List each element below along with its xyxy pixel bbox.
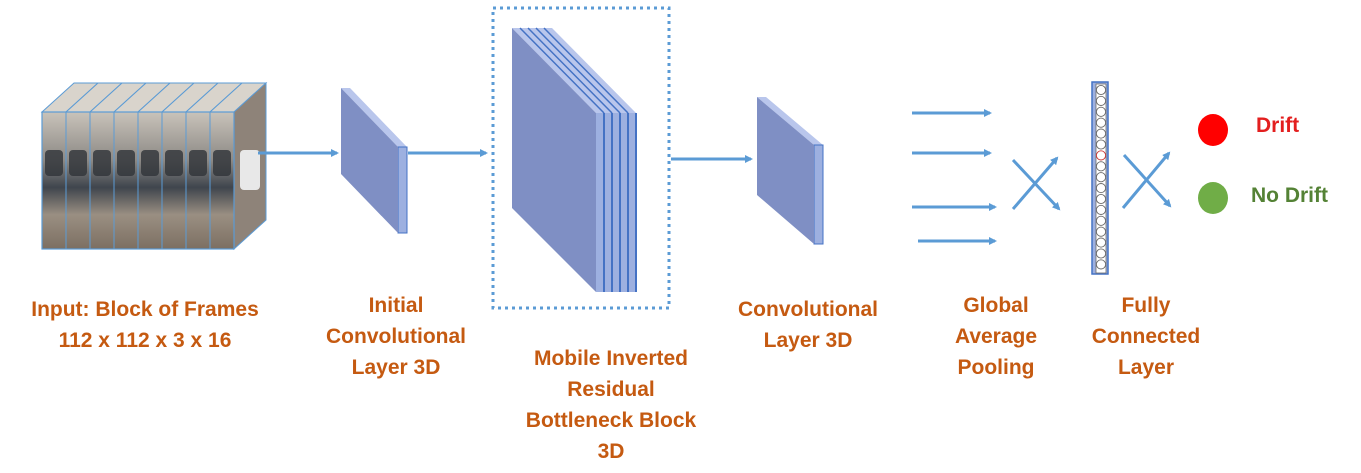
conv-block: [757, 97, 824, 245]
gap-label-line-1: Global: [963, 294, 1029, 317]
conv-label: Convolutional Layer 3D: [712, 294, 904, 356]
mbconv-label-line-2: Residual: [567, 378, 655, 401]
no-drift-label: No Drift: [1251, 184, 1328, 207]
fc-label-line-1: Fully: [1121, 294, 1171, 317]
initial-conv-label-line-2: Convolutional: [326, 325, 466, 348]
fc-label-line-2: Connected: [1091, 325, 1201, 348]
cross-arrows-gap-fc: [1011, 156, 1061, 211]
video-frame-stack-icon: [40, 81, 268, 251]
gap-label-line-3: Pooling: [957, 356, 1035, 379]
initial-conv-label-line-3: Layer 3D: [351, 356, 441, 379]
input-label-line-1: Input: Block of Frames: [31, 298, 259, 321]
mbconv-block: [512, 27, 637, 292]
conv-label-line-2: Layer 3D: [763, 329, 853, 352]
drift-label: Drift: [1256, 114, 1300, 137]
fc-label: Fully Connected Layer: [1076, 290, 1216, 383]
fc-layer-column: [1091, 81, 1109, 275]
gap-label-line-2: Average: [954, 325, 1038, 348]
mbconv-label-line-1: Mobile Inverted: [533, 347, 689, 370]
cross-arrows-fc-output: [1121, 151, 1172, 209]
no-drift-node: [1198, 182, 1228, 214]
mbconv-label: Mobile Inverted Residual Bottleneck Bloc…: [488, 343, 734, 467]
gap-label: Global Average Pooling: [926, 290, 1066, 383]
initial-conv-block: [341, 88, 408, 234]
initial-conv-label: Initial Convolutional Layer 3D: [306, 290, 486, 383]
fc-label-line-3: Layer: [1117, 356, 1175, 379]
gap-arrows: [912, 109, 997, 245]
drift-node: [1198, 114, 1228, 146]
mbconv-label-line-3: Bottleneck Block: [525, 409, 697, 432]
conv-label-line-1: Convolutional: [738, 298, 878, 321]
mbconv-label-line-4: 3D: [597, 440, 625, 463]
input-label-line-2: 112 x 112 x 3 x 16: [58, 329, 232, 352]
input-label: Input: Block of Frames 112 x 112 x 3 x 1…: [0, 294, 290, 356]
initial-conv-label-line-1: Initial: [368, 294, 424, 317]
